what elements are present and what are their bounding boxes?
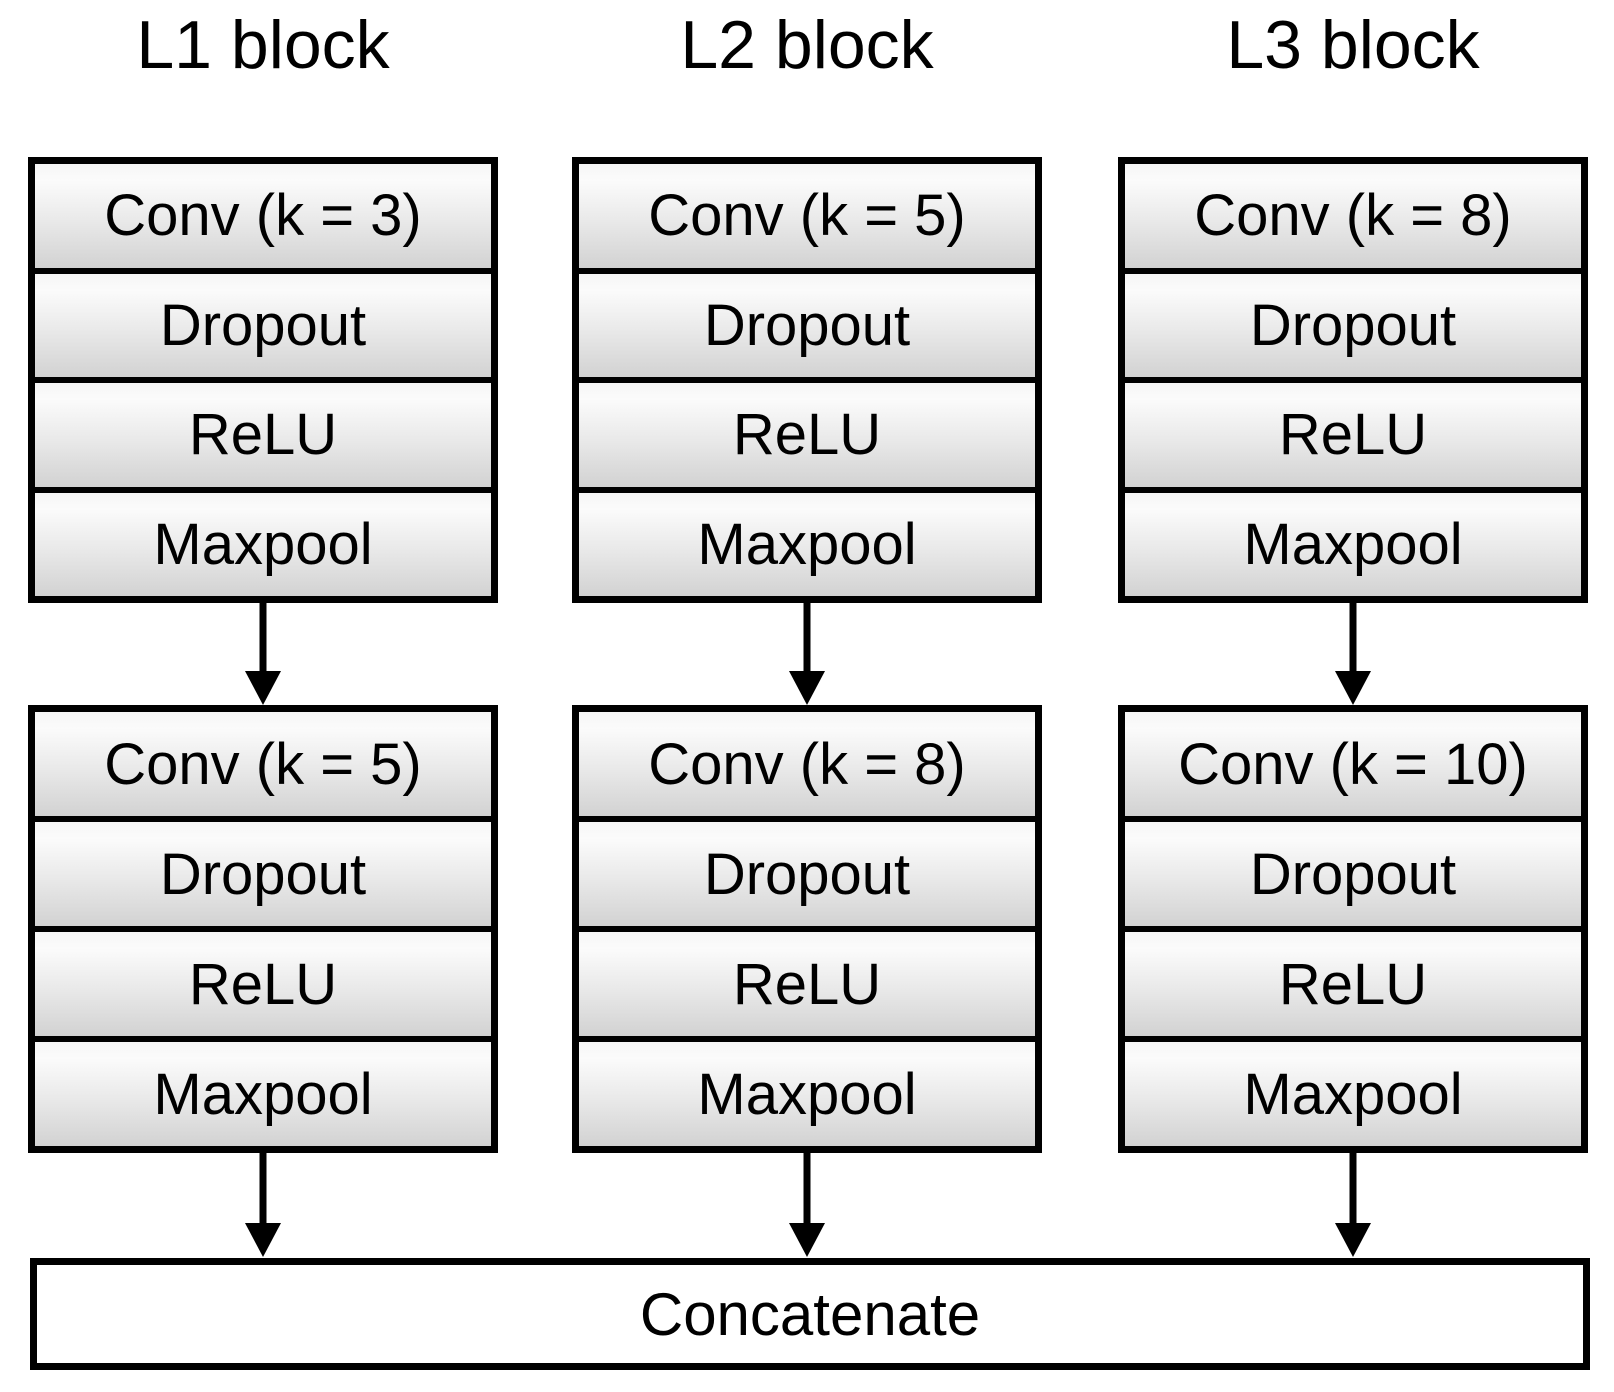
layer-box-relu: ReLU — [35, 932, 491, 1036]
layer-box-conv: Conv (k = 5) — [579, 164, 1035, 268]
layer-box-dropout: Dropout — [579, 822, 1035, 926]
column-title-l3: L3 block — [1226, 7, 1480, 83]
concatenate-label: Concatenate — [639, 1280, 981, 1348]
layer-box-dropout: Dropout — [579, 273, 1035, 377]
l2-group-2: Conv (k = 8) Dropout ReLU Maxpool — [572, 705, 1042, 1153]
column-title-l1: L1 block — [136, 7, 390, 83]
layer-box-relu: ReLU — [1125, 383, 1581, 487]
layer-box-maxpool: Maxpool — [579, 492, 1035, 596]
layer-box-maxpool: Maxpool — [1125, 492, 1581, 596]
layer-box-maxpool: Maxpool — [579, 1042, 1035, 1146]
down-arrow-icon — [239, 601, 287, 705]
layer-box-dropout: Dropout — [1125, 273, 1581, 377]
down-arrow-icon — [783, 601, 831, 705]
layer-box-conv: Conv (k = 10) — [1125, 712, 1581, 816]
l3-group-2: Conv (k = 10) Dropout ReLU Maxpool — [1118, 705, 1588, 1153]
layer-box-maxpool: Maxpool — [35, 492, 491, 596]
layer-box-dropout: Dropout — [35, 822, 491, 926]
layer-box-relu: ReLU — [1125, 932, 1581, 1036]
layer-box-maxpool: Maxpool — [35, 1042, 491, 1146]
layer-box-conv: Conv (k = 5) — [35, 712, 491, 816]
concatenate-box: Concatenate — [30, 1258, 1590, 1370]
down-arrow-icon — [1329, 601, 1377, 705]
layer-box-relu: ReLU — [579, 383, 1035, 487]
down-arrow-icon — [1329, 1153, 1377, 1257]
layer-box-conv: Conv (k = 3) — [35, 164, 491, 268]
layer-box-dropout: Dropout — [35, 273, 491, 377]
down-arrow-icon — [783, 1153, 831, 1257]
layer-box-maxpool: Maxpool — [1125, 1042, 1581, 1146]
layer-box-conv: Conv (k = 8) — [1125, 164, 1581, 268]
layer-box-relu: ReLU — [35, 383, 491, 487]
down-arrow-icon — [239, 1153, 287, 1257]
column-title-l2: L2 block — [680, 7, 934, 83]
layer-box-conv: Conv (k = 8) — [579, 712, 1035, 816]
l1-group-2: Conv (k = 5) Dropout ReLU Maxpool — [28, 705, 498, 1153]
layer-box-dropout: Dropout — [1125, 822, 1581, 926]
layer-box-relu: ReLU — [579, 932, 1035, 1036]
l1-group-1: Conv (k = 3) Dropout ReLU Maxpool — [28, 157, 498, 603]
l2-group-1: Conv (k = 5) Dropout ReLU Maxpool — [572, 157, 1042, 603]
l3-group-1: Conv (k = 8) Dropout ReLU Maxpool — [1118, 157, 1588, 603]
